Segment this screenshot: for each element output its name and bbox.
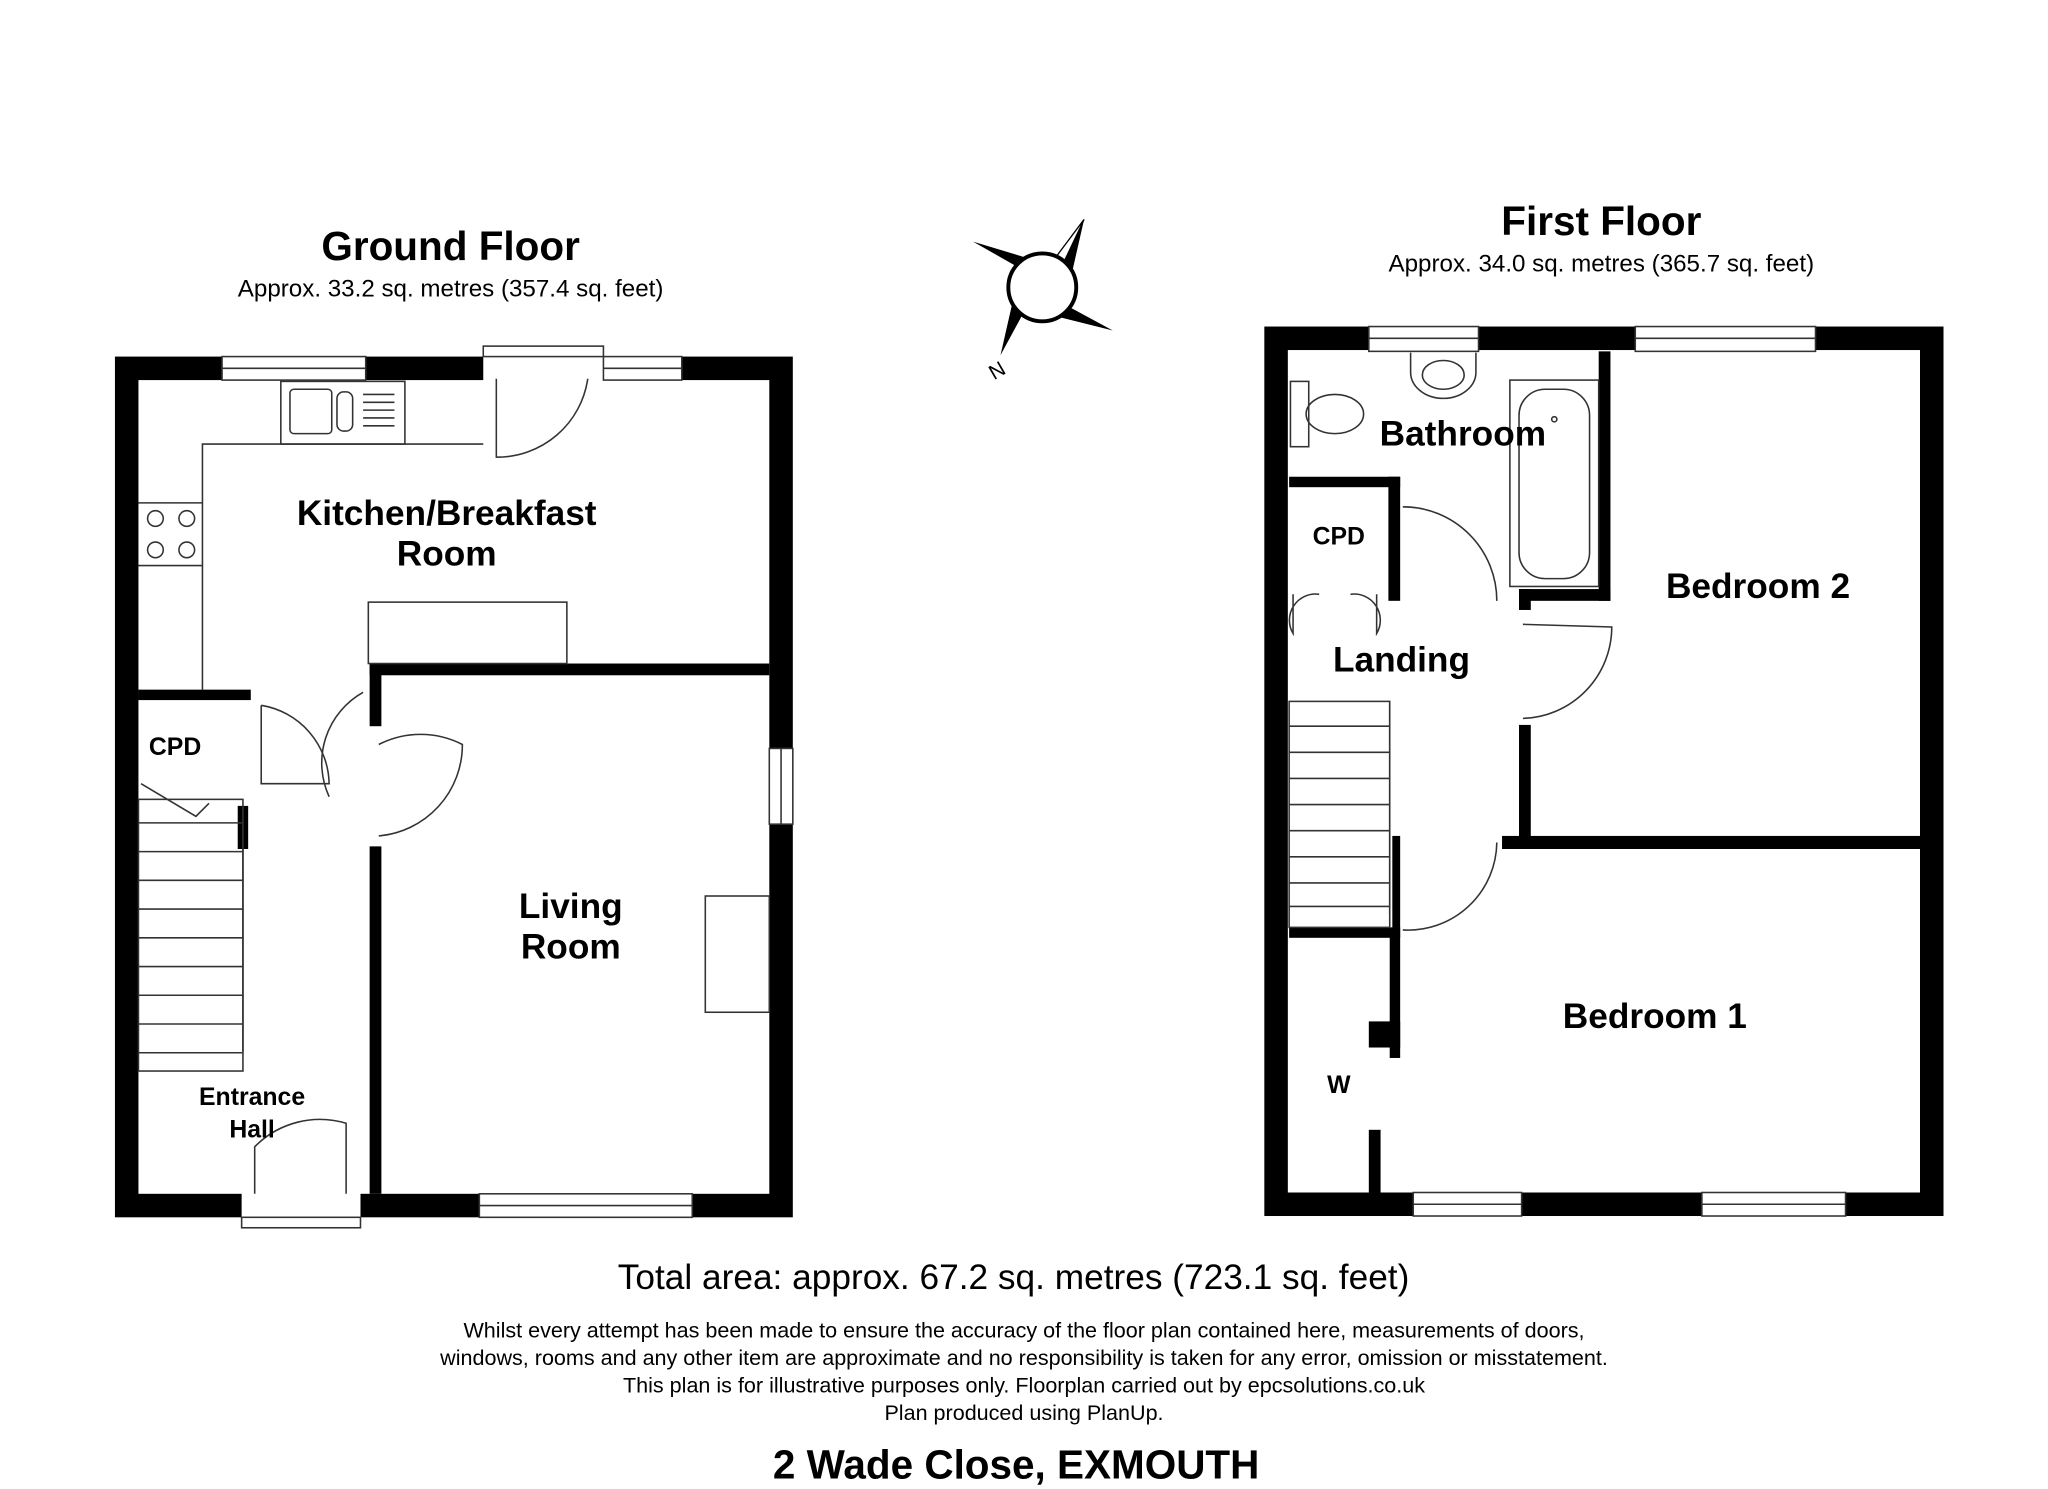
room-label-bedroom2: Bedroom 2	[1666, 567, 1850, 606]
first-floor-area: Approx. 34.0 sq. metres (365.7 sq. feet)	[1388, 251, 1814, 278]
first-floor-title: First Floor	[1501, 198, 1701, 244]
basin-icon	[1409, 352, 1477, 400]
ground-floor-area: Approx. 33.2 sq. metres (357.4 sq. feet)	[238, 275, 664, 302]
bedroom1-door	[1402, 842, 1498, 931]
cpd-doors	[1288, 593, 1382, 637]
fireplace	[704, 895, 771, 1014]
hob-icon	[146, 509, 196, 559]
room-label-cpd: CPD	[1313, 524, 1365, 551]
room-label-kitchen-2: Room	[397, 535, 497, 574]
stairs	[1288, 700, 1391, 929]
compass-north-label: N	[985, 357, 1010, 384]
room-label-cpd: CPD	[149, 734, 201, 761]
stairs	[137, 798, 244, 1072]
room-label-wardrobe: W	[1327, 1072, 1351, 1099]
room-label-bathroom: Bathroom	[1380, 414, 1546, 453]
back-door	[495, 378, 589, 458]
front-door-frame	[240, 1216, 362, 1229]
kitchen-door	[320, 691, 364, 798]
bath-icon	[1509, 379, 1600, 588]
room-label-kitchen: Kitchen/Breakfast	[297, 494, 597, 533]
ground-floor-title: Ground Floor	[321, 223, 580, 269]
ground-floor-plan: Kitchen/Breakfast Room Living Room CPD E…	[114, 345, 794, 1229]
disclaimer-line: Whilst every attempt has been made to en…	[463, 1317, 1584, 1342]
disclaimer-line: windows, rooms and any other item are ap…	[439, 1345, 1608, 1370]
breakfast-bar	[367, 601, 568, 665]
first-floor-plan: Bathroom CPD Landing Bedroom 2 Bedroom 1…	[1264, 325, 1944, 1217]
bathroom-door	[1402, 506, 1498, 601]
room-label-landing: Landing	[1333, 640, 1470, 679]
disclaimer-line: Plan produced using PlanUp.	[884, 1400, 1163, 1425]
room-label-entrance: Entrance	[199, 1084, 305, 1111]
toilet-icon	[1289, 380, 1365, 448]
total-area: Total area: approx. 67.2 sq. metres (723…	[618, 1258, 1410, 1297]
room-label-entrance-2: Hall	[229, 1117, 274, 1144]
compass-icon: N	[973, 219, 1113, 385]
bedroom2-door	[1522, 623, 1613, 720]
room-label-living-2: Room	[521, 928, 621, 967]
room-label-living: Living	[519, 887, 623, 926]
disclaimer-line: This plan is for illustrative purposes o…	[623, 1372, 1425, 1397]
sink-icon	[280, 380, 406, 445]
cpd-door	[260, 704, 330, 785]
property-address: 2 Wade Close, EXMOUTH	[773, 1442, 1259, 1488]
room-label-bedroom1: Bedroom 1	[1563, 997, 1747, 1036]
cpd-door-2	[140, 783, 210, 818]
front-door	[253, 1118, 347, 1194]
living-room-door	[378, 733, 464, 837]
